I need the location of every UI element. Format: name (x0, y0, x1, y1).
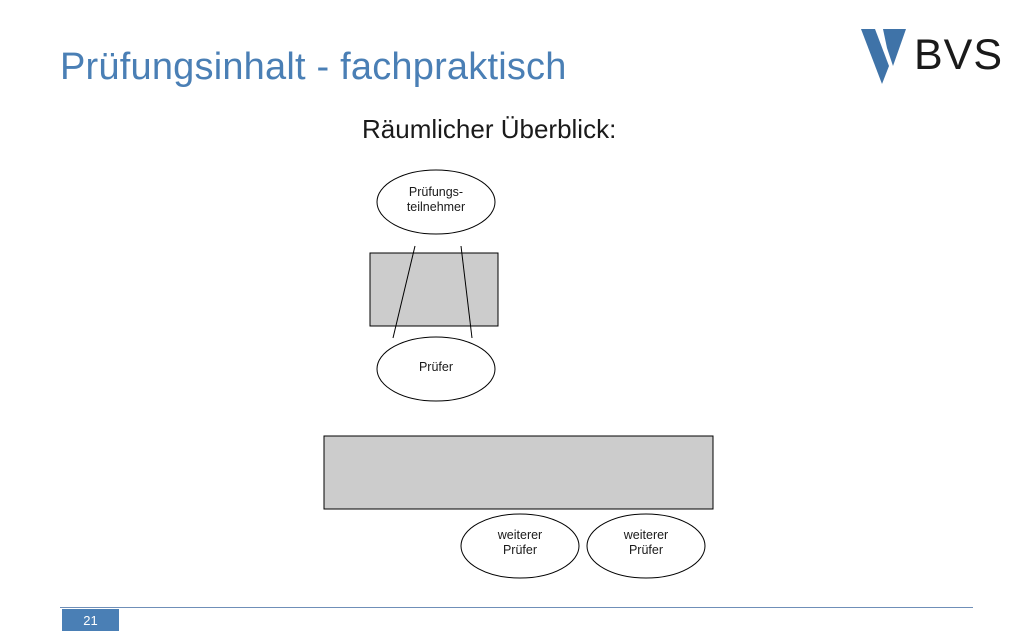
further-examiner-2-label-line-1: weiterer (623, 528, 668, 542)
further-examiner-2-ellipse (586, 513, 706, 579)
further-examiner-1-label-line-1: weiterer (497, 528, 542, 542)
participants-label-line-1: Prüfungs- (409, 185, 463, 199)
bvs-logo: BVS (858, 26, 1003, 88)
further-examiner-1-ellipse (460, 513, 580, 579)
participants-ellipse (376, 169, 496, 235)
diagram-subtitle: Räumlicher Überblick: (362, 114, 617, 144)
connector-line-right (460, 245, 473, 339)
participants-label-line-2: teilnehmer (407, 200, 465, 214)
bvs-logo-text: BVS (914, 31, 1004, 79)
further-examiner-1-label-line-2: Prüfer (503, 543, 537, 557)
page-number: 21 (62, 609, 119, 631)
examiner-table (369, 252, 499, 327)
further-examiner-2-label-line-2: Prüfer (629, 543, 663, 557)
panel-table (323, 435, 714, 510)
examiner-label: Prüfer (419, 360, 453, 374)
connector-line-left (392, 245, 416, 339)
bvs-logo-mark-icon (861, 29, 906, 84)
slide-title: Prüfungsinhalt - fachpraktisch (60, 46, 567, 88)
footer-divider (60, 607, 973, 608)
examiner-ellipse (376, 336, 496, 402)
